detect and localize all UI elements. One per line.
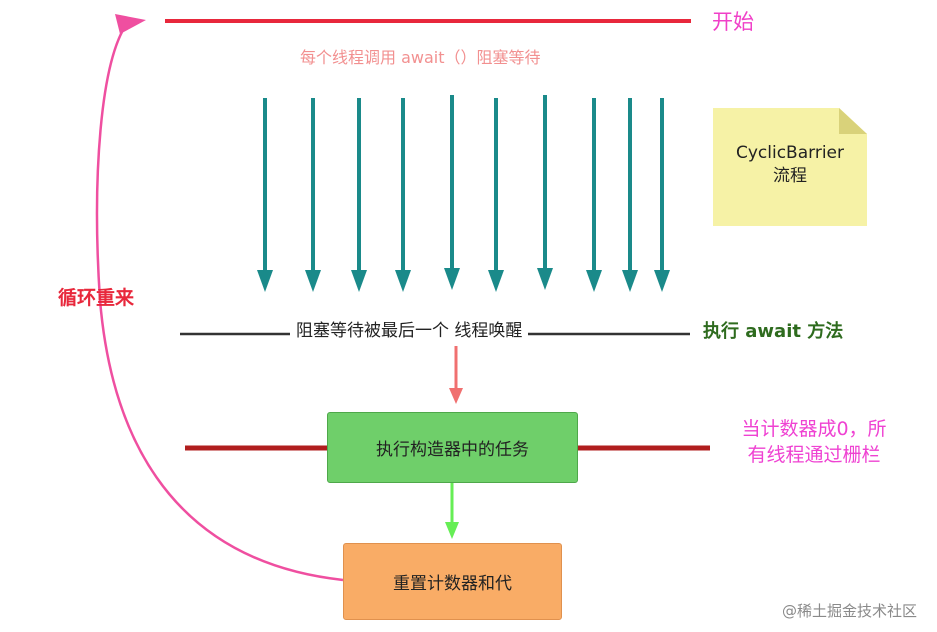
loop-back-curve: [95, 21, 344, 582]
thread-arrowhead-8: [586, 270, 602, 292]
thread-arrowhead-5: [444, 268, 460, 290]
thread-arrowhead-7: [537, 268, 553, 290]
loop-back-arrowhead: [115, 14, 146, 34]
thread-arrowhead-3: [351, 270, 367, 292]
loop-label: 循环重来: [58, 287, 135, 309]
reset-box: 重置计数器和代: [343, 543, 562, 620]
start-label: 开始: [712, 10, 754, 34]
thread-arrowhead-2: [305, 270, 321, 292]
thread-arrowhead-10: [654, 270, 670, 292]
barrier-condition-label: 当计数器成0，所 有线程通过栅栏: [714, 417, 914, 468]
barrier-condition-line-1: 当计数器成0，所: [741, 418, 887, 440]
barrier-condition-line-2: 有线程通过栅栏: [747, 443, 881, 466]
sticky-note: CyclicBarrier 流程: [713, 108, 867, 226]
thread-arrowhead-6: [488, 270, 504, 292]
wait-label: 每个线程调用 await（）阻塞等待: [300, 48, 541, 67]
thread-arrowhead-4: [395, 270, 411, 292]
task-to-reset-arrowhead: [445, 522, 459, 539]
thread-arrowhead-1: [257, 270, 273, 292]
wake-label: 阻塞等待被最后一个 线程唤醒: [290, 321, 529, 342]
thread-arrowhead-9: [622, 270, 638, 292]
note-line-1: CyclicBarrier: [735, 143, 844, 163]
exec-await-label: 执行 await 方法: [703, 321, 844, 342]
wake-to-task-arrowhead: [449, 388, 463, 404]
note-line-2: 流程: [773, 165, 807, 186]
watermark: @稀土掘金技术社区: [781, 601, 917, 620]
task-box: 执行构造器中的任务: [327, 412, 578, 483]
thread-arrows: [257, 95, 670, 292]
